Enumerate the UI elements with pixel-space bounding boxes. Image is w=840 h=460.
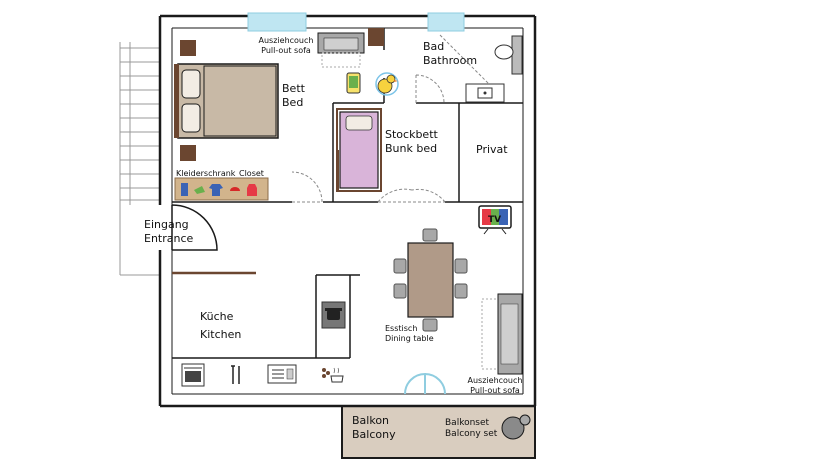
bunk-room-label-en: Bunk bed xyxy=(385,141,438,155)
label-closet-en: Closet xyxy=(239,169,264,179)
rubber-duck-icon xyxy=(375,72,399,96)
kitchen-label-en: Kitchen xyxy=(200,327,242,341)
tv-label: TV xyxy=(488,215,501,225)
nightstand-bottom xyxy=(180,145,196,161)
sofa-top-extension xyxy=(321,52,361,68)
closet xyxy=(174,177,269,201)
label-kitchen: Küche Kitchen xyxy=(200,310,241,342)
nightstand-top xyxy=(180,40,196,56)
label-closet-de: Kleiderschrank xyxy=(176,169,235,179)
windows xyxy=(247,12,465,32)
bunk-room-label-de: Stockbett xyxy=(385,128,438,141)
pillow-bottom xyxy=(181,103,201,133)
sofa-right-label-en: Pull-out sofa xyxy=(470,386,520,395)
sofa-right-cushion xyxy=(500,303,519,365)
bunk-pillow xyxy=(345,115,373,131)
sofa-right-label-de: Ausziehcouch xyxy=(467,376,523,385)
bedroom-label-en: Bed xyxy=(282,95,304,109)
sink-icon xyxy=(465,83,505,103)
pillow-top xyxy=(181,69,201,99)
label-entrance: Eingang Entrance xyxy=(144,218,193,246)
bed-headboard xyxy=(174,64,179,138)
door-bunk-room xyxy=(377,188,446,203)
balcony-set-icon xyxy=(501,414,531,440)
toilet-icon xyxy=(494,35,523,75)
closet-clothes-icon xyxy=(181,183,257,196)
door-entrance xyxy=(171,204,218,251)
window-top-right xyxy=(427,12,465,32)
bath-cabinet xyxy=(368,28,384,46)
bedroom-label-de: Bett xyxy=(282,82,305,95)
label-sofa-top: Ausziehcouch Pull-out sofa xyxy=(256,36,316,56)
dining-label-en: Dining table xyxy=(385,334,434,343)
label-bunk-room: Stockbett Bunk bed xyxy=(385,128,438,156)
door-bathroom xyxy=(415,74,445,104)
tv-icon xyxy=(478,205,512,235)
microwave-icon xyxy=(267,364,297,384)
sofa-top-cushion xyxy=(323,37,359,51)
door-bedroom xyxy=(291,171,323,203)
tablet-screen xyxy=(349,76,358,88)
bathroom-label-de: Bad xyxy=(423,40,445,53)
outer-walls xyxy=(158,14,537,408)
entrance-label-en: Entrance xyxy=(144,231,194,245)
label-bedroom: Bett Bed xyxy=(282,82,305,110)
label-balcony: Balkon Balcony xyxy=(352,414,396,442)
balcony-label-en: Balcony xyxy=(352,427,396,441)
door-balcony xyxy=(404,372,446,395)
bed-blanket xyxy=(203,65,277,137)
dining-table xyxy=(407,242,454,318)
stove-icon xyxy=(321,301,346,329)
bathroom-label-en: Bathroom xyxy=(423,53,478,67)
dining-chairs xyxy=(393,228,468,332)
exterior-stairs xyxy=(119,42,160,276)
interior-walls xyxy=(172,28,523,359)
closet-label-de: Kleiderschrank xyxy=(176,169,236,178)
label-balcony-set: Balkonset Balcony set xyxy=(445,418,497,441)
dining-label-de: Esstisch xyxy=(385,324,418,333)
balcony-label-de: Balkon xyxy=(352,414,390,427)
cutlery-icon xyxy=(231,365,240,384)
sofa-top-label-en: Pull-out sofa xyxy=(261,46,311,55)
label-dining: Esstisch Dining table xyxy=(385,324,434,344)
balcony-set-label-de: Balkonset xyxy=(445,418,490,428)
balcony-set-label-en: Balcony set xyxy=(445,429,498,440)
kitchen-label-de: Küche xyxy=(200,310,234,323)
label-bathroom: Bad Bathroom xyxy=(423,40,477,68)
coffee-icon xyxy=(322,367,344,383)
oven-icon xyxy=(181,363,205,387)
sofa-top-label-de: Ausziehcouch xyxy=(258,36,314,45)
closet-label-en: Closet xyxy=(239,169,264,178)
entrance-label-de: Eingang xyxy=(144,218,189,231)
sofa-right-extension xyxy=(481,298,499,370)
label-sofa-right: Ausziehcouch Pull-out sofa xyxy=(464,376,526,396)
window-top-left xyxy=(247,12,307,32)
private-label: Privat xyxy=(476,143,508,156)
label-private: Privat xyxy=(476,143,508,157)
